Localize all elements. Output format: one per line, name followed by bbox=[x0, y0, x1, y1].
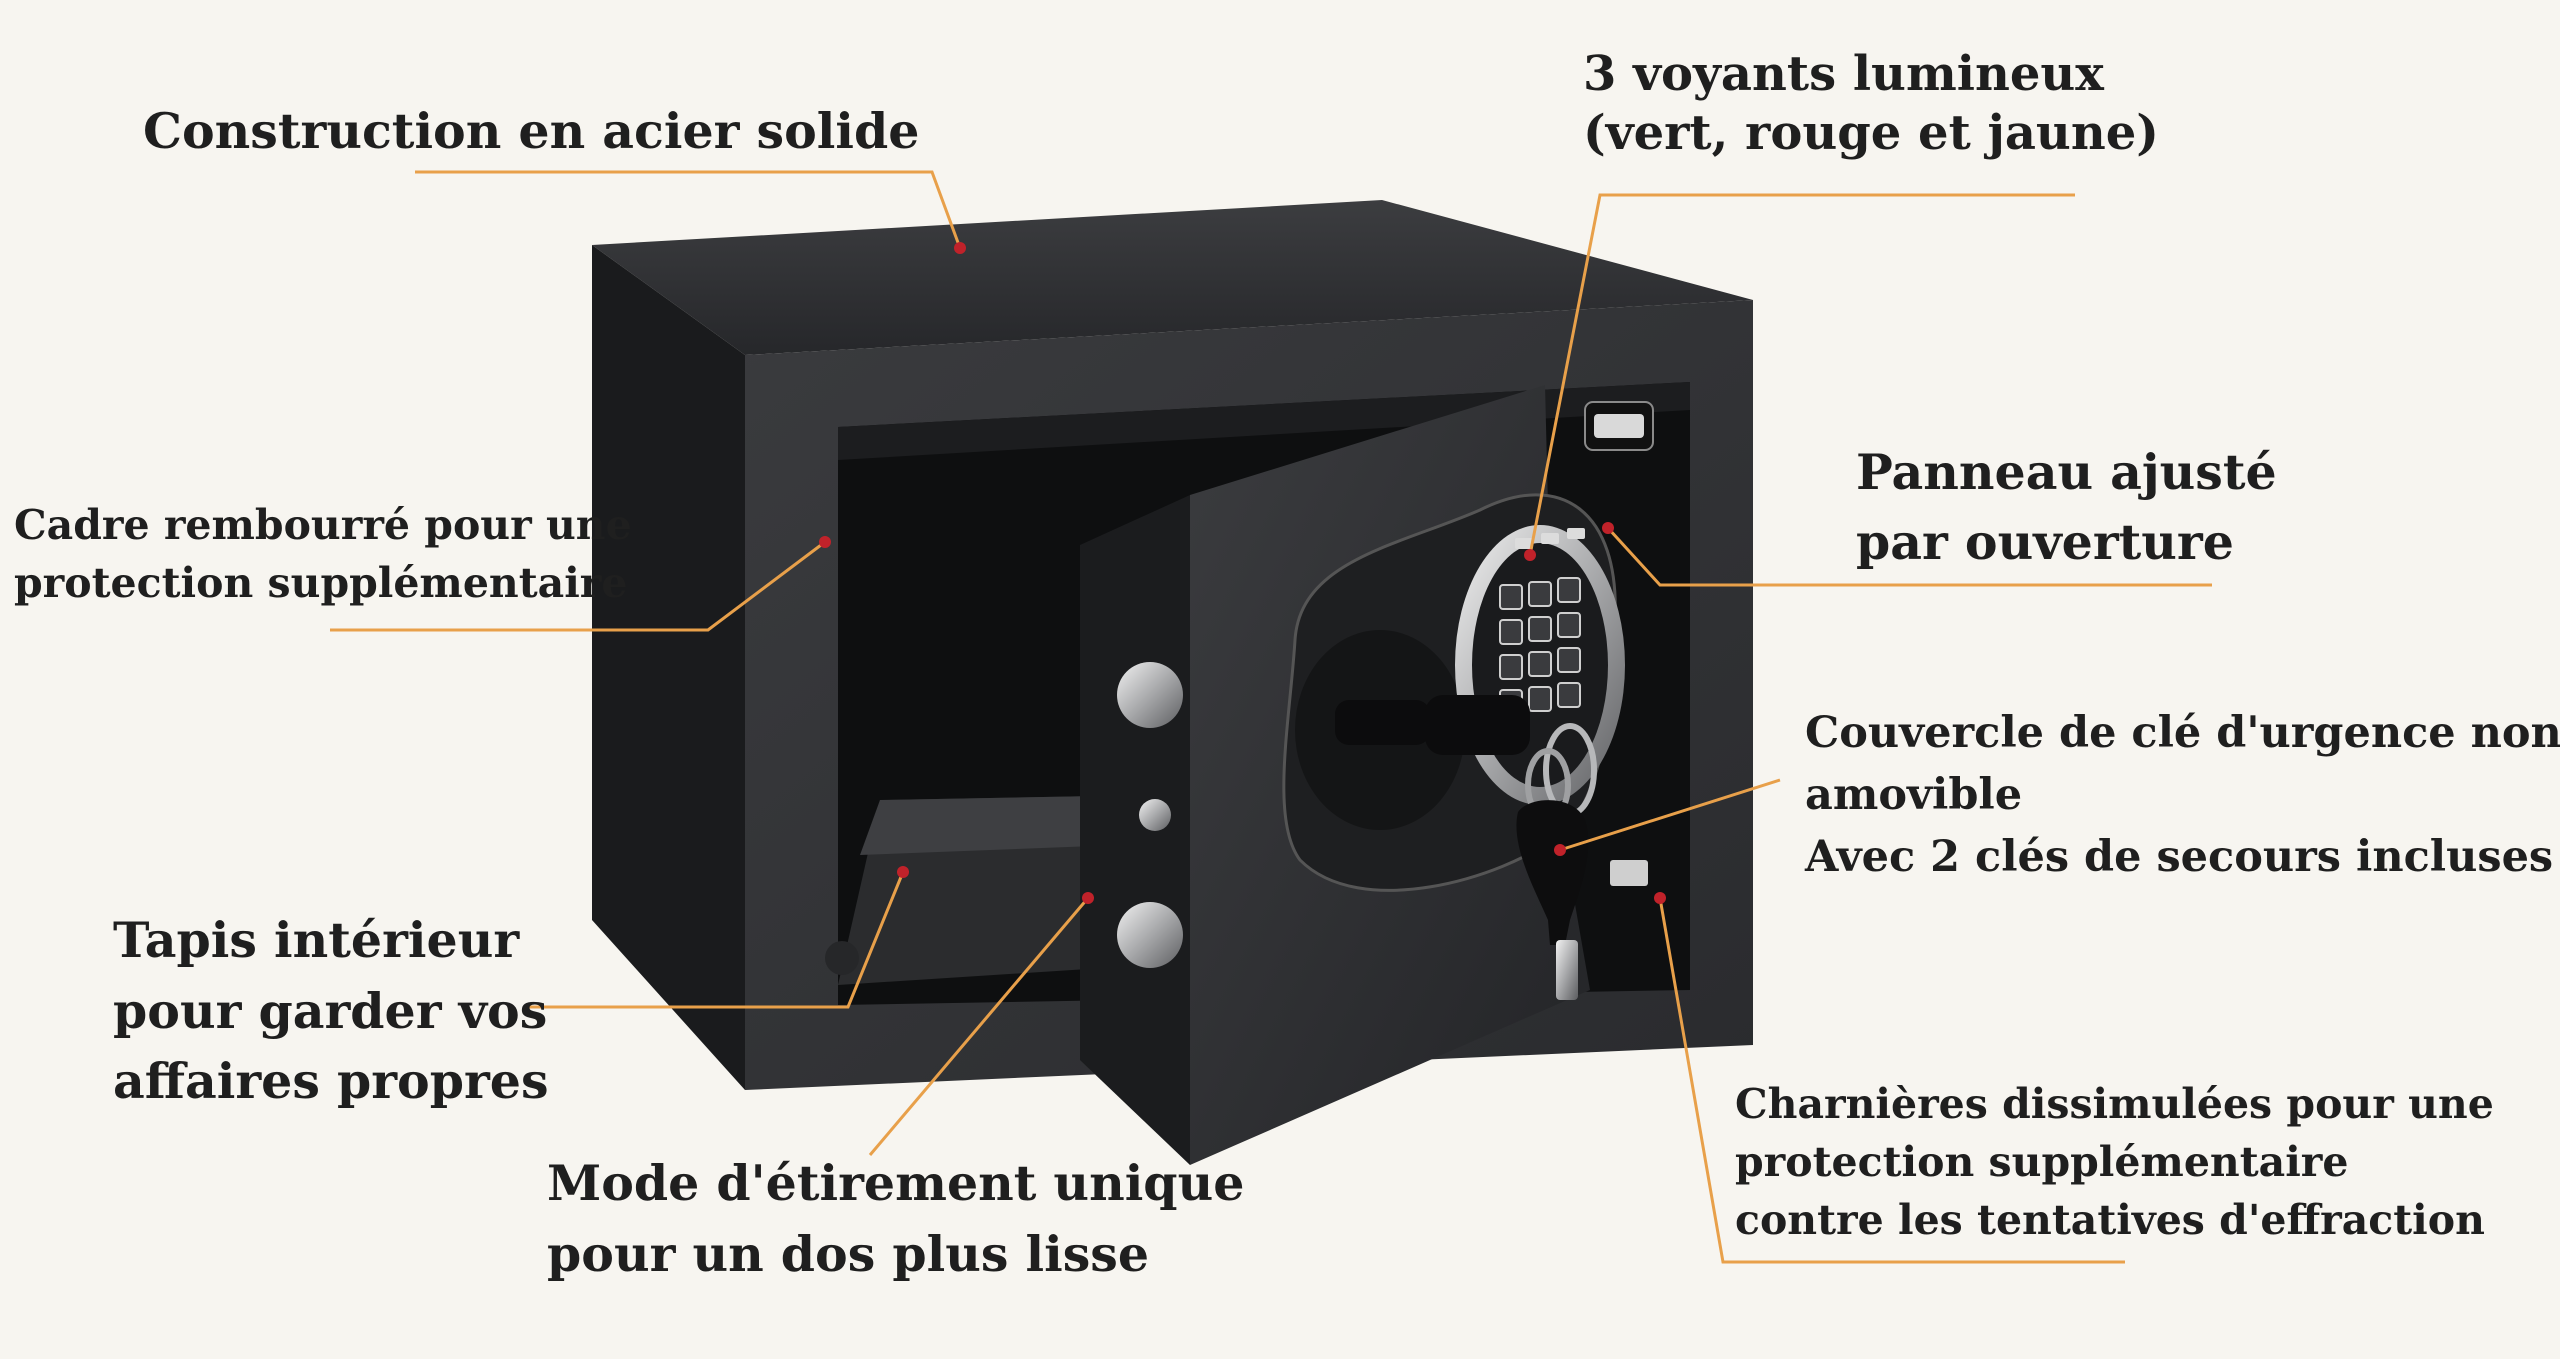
callout-mode: Mode d'étirement unique pour un dos plus… bbox=[547, 1148, 1244, 1289]
callout-voyants: 3 voyants lumineux (vert, rouge et jaune… bbox=[1583, 45, 2159, 162]
callout-couvercle-line-1: Couvercle de clé d'urgence non bbox=[1805, 708, 2560, 758]
callout-couvercle: Couvercle de clé d'urgence non amovible … bbox=[1805, 703, 2560, 889]
bolt-lower bbox=[1117, 902, 1183, 968]
leader-mode bbox=[868, 897, 1090, 1156]
callout-panneau: Panneau ajusté par ouverture bbox=[1856, 438, 2277, 577]
marker-dot bbox=[1554, 844, 1566, 856]
marker-dot bbox=[897, 866, 909, 878]
keypad-key bbox=[1499, 654, 1523, 680]
spare-key-icon bbox=[1516, 800, 1589, 945]
keypad-key bbox=[1528, 581, 1552, 607]
spare-key-blade bbox=[1556, 940, 1578, 1000]
led-green-icon bbox=[1515, 538, 1533, 549]
keypad-key bbox=[1499, 584, 1523, 610]
callout-charnieres-line-2: protection supplémentaire bbox=[1735, 1138, 2349, 1187]
marker-dot bbox=[1524, 549, 1536, 561]
leader-lines bbox=[330, 170, 2212, 1264]
leader-charnieres bbox=[1658, 897, 2125, 1264]
keypad-key bbox=[1499, 619, 1523, 645]
interior-mat-top bbox=[860, 795, 1150, 855]
marker-dot bbox=[954, 242, 966, 254]
safe-left-side bbox=[592, 245, 745, 1090]
callout-cadre-line-1: Cadre rembourré pour une bbox=[14, 501, 632, 549]
brand-badge-mark bbox=[1594, 414, 1644, 438]
leader-voyants bbox=[1528, 193, 2075, 556]
bolt-upper bbox=[1117, 662, 1183, 728]
callout-couvercle-line-2: amovible bbox=[1805, 769, 2023, 820]
callout-tapis-line-3: affaires propres bbox=[113, 1052, 549, 1111]
safe-cavity-ceiling bbox=[838, 382, 1690, 460]
callout-charnieres-line-3: contre les tentatives d'effraction bbox=[1735, 1196, 2485, 1245]
callout-panneau-line-2: par ouverture bbox=[1856, 512, 2234, 571]
led-red-icon bbox=[1541, 533, 1559, 544]
marker-dot bbox=[1082, 892, 1094, 904]
callout-couvercle-line-3: Avec 2 clés de secours incluses bbox=[1805, 831, 2554, 882]
led-yellow-icon bbox=[1567, 528, 1585, 539]
marker-dot bbox=[1602, 522, 1614, 534]
door-edge bbox=[1080, 495, 1190, 1165]
safe-top-face bbox=[592, 200, 1753, 355]
leader-cadre bbox=[330, 540, 826, 632]
keypad-key bbox=[1528, 651, 1552, 677]
callout-mode-line-2: pour un dos plus lisse bbox=[547, 1224, 1150, 1283]
marker-dot bbox=[1654, 892, 1666, 904]
callout-voyants-line-2: (vert, rouge et jaune) bbox=[1583, 104, 2159, 161]
callout-construction: Construction en acier solide bbox=[143, 102, 919, 162]
door-screw bbox=[1139, 799, 1171, 831]
callout-charnieres-line-1: Charnières dissimulées pour une bbox=[1735, 1080, 2494, 1128]
leader-panneau bbox=[1606, 526, 2212, 587]
callout-cadre: Cadre rembourré pour une protection supp… bbox=[14, 496, 632, 612]
callout-tapis-line-2: pour garder vos bbox=[113, 981, 548, 1040]
marker-dots bbox=[819, 242, 1666, 904]
door-handle bbox=[1335, 700, 1430, 745]
safe-door bbox=[1080, 385, 1648, 1165]
keypad-key bbox=[1528, 616, 1552, 642]
callout-panneau-line-1: Panneau ajusté bbox=[1856, 443, 2277, 501]
leader-couvercle bbox=[1559, 778, 1781, 852]
callout-tapis-line-1: Tapis intérieur bbox=[113, 911, 520, 969]
callout-cadre-line-2: protection supplémentaire bbox=[14, 559, 628, 608]
callout-voyants-line-1: 3 voyants lumineux bbox=[1583, 46, 2104, 102]
key-head bbox=[1425, 695, 1530, 755]
leader-construction bbox=[415, 170, 962, 249]
callout-tapis: Tapis intérieur pour garder vos affaires… bbox=[113, 905, 549, 1117]
marker-dot bbox=[819, 536, 831, 548]
keypad-key bbox=[1557, 612, 1581, 638]
keypad-key bbox=[1528, 686, 1552, 712]
callout-mode-line-1: Mode d'étirement unique bbox=[547, 1154, 1245, 1212]
callout-construction-line-1: Construction en acier solide bbox=[143, 102, 920, 160]
keypad-key bbox=[1557, 647, 1581, 673]
callout-charnieres: Charnières dissimulées pour une protecti… bbox=[1735, 1075, 2494, 1250]
leader-tapis bbox=[526, 871, 905, 1009]
interior-foot bbox=[825, 941, 859, 975]
keypad-key bbox=[1557, 682, 1581, 708]
serial-plate bbox=[1610, 860, 1648, 886]
keypad-key bbox=[1557, 577, 1581, 603]
